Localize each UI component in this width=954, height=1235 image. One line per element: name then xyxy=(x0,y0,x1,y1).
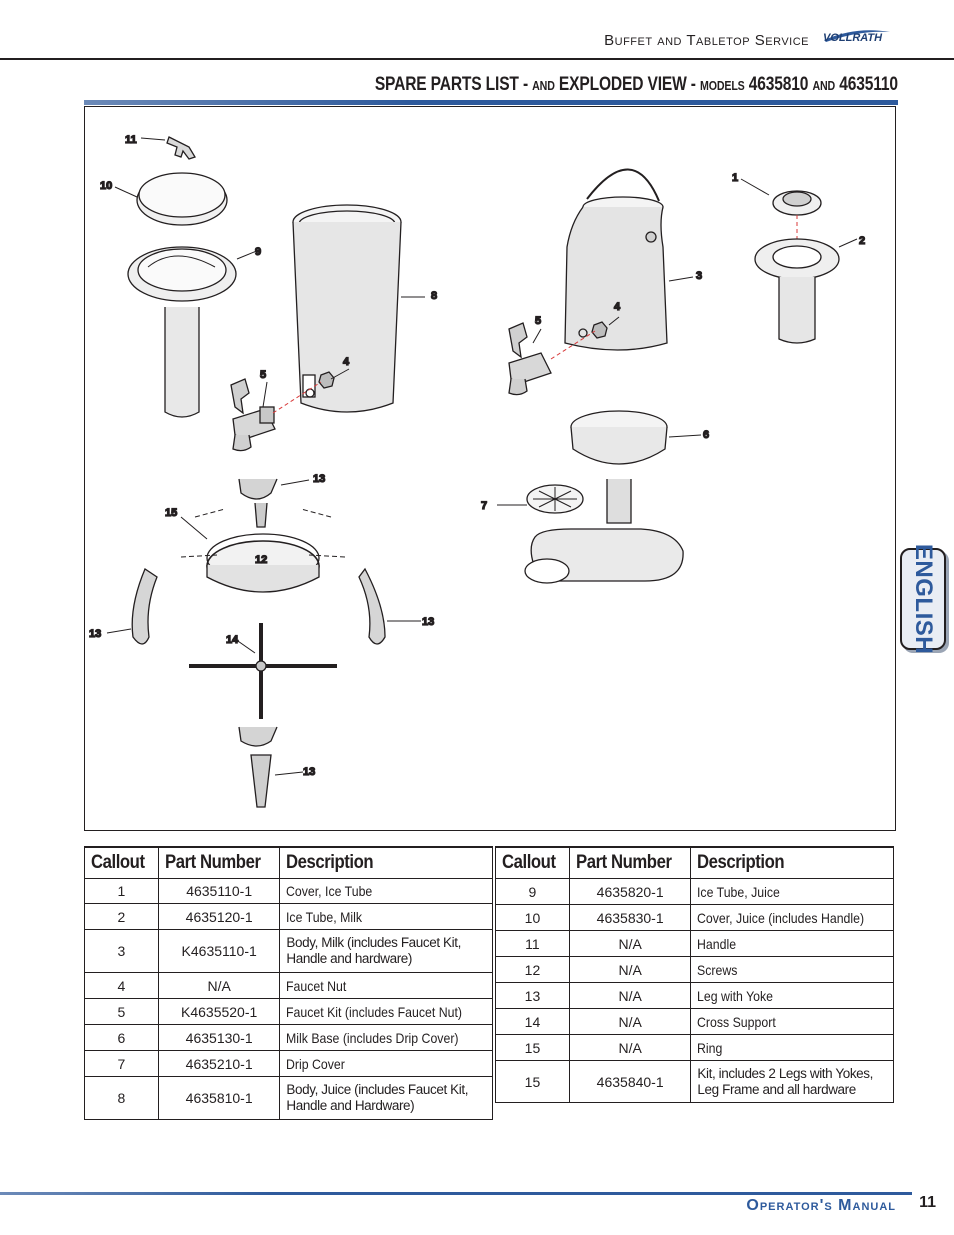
col-part-number: Part Number xyxy=(568,846,692,879)
col-callout: Callout xyxy=(495,846,570,879)
col-part-number: Part Number xyxy=(157,846,281,879)
footer-manual-title: Operator's Manual xyxy=(746,1197,896,1214)
vollrath-logo: VOLLRATH xyxy=(823,30,890,44)
callout-6: 6 xyxy=(703,429,709,441)
callout-9: 9 xyxy=(255,246,261,258)
col-description: Description xyxy=(690,846,895,879)
juice-ice-tube-part xyxy=(127,246,237,418)
table-header-row: Callout Part Number Description xyxy=(495,846,895,879)
callout-13-left: 13 xyxy=(89,628,101,640)
callout-5-juice: 5 xyxy=(260,369,266,381)
leader-lines xyxy=(106,137,858,776)
juice-body-part xyxy=(292,204,402,413)
callout-12: 12 xyxy=(255,554,267,566)
language-tab-label: ENGLISH xyxy=(910,543,937,655)
callout-14: 14 xyxy=(226,634,239,646)
handle-part xyxy=(166,136,196,160)
callout-15: 15 xyxy=(165,507,177,519)
juice-cover-part xyxy=(136,172,228,226)
juice-faucet-part xyxy=(230,378,322,452)
drip-cover-part xyxy=(526,484,584,514)
callout-8: 8 xyxy=(431,290,437,302)
exploded-view-svg: 11 10 9 8 5 4 13 15 12 13 13 14 13 1 2 3… xyxy=(88,133,866,808)
leg-frame-assembly xyxy=(131,478,386,808)
table-header-row: Callout Part Number Description xyxy=(84,846,494,879)
callout-4-milk: 4 xyxy=(614,301,621,313)
callout-10: 10 xyxy=(100,180,112,192)
callout-13-top: 13 xyxy=(313,473,325,485)
brand-text: VOLLRATH xyxy=(823,32,883,44)
header-section-title: Buffet and Tabletop Service xyxy=(604,32,809,49)
page-number: 11 xyxy=(919,1194,936,1211)
milk-cover-part xyxy=(772,190,822,216)
milk-body-part xyxy=(564,168,668,351)
callout-13-bottom: 13 xyxy=(303,766,315,778)
callout-11: 11 xyxy=(125,134,137,146)
exploded-view-diagram: 11 10 9 8 5 4 13 15 12 13 13 14 13 1 2 3… xyxy=(84,106,896,831)
callout-1: 1 xyxy=(732,172,738,184)
callout-13-right: 13 xyxy=(422,616,434,628)
callout-4-juice: 4 xyxy=(343,356,350,368)
milk-faucet-nut xyxy=(591,321,608,339)
callout-7: 7 xyxy=(481,500,487,512)
callout-2: 2 xyxy=(859,235,865,247)
milk-faucet-part xyxy=(508,322,596,396)
callout-3: 3 xyxy=(696,270,702,282)
col-description: Description xyxy=(279,846,494,879)
language-tab[interactable]: ENGLISH xyxy=(900,544,946,654)
milk-base-part xyxy=(524,410,684,584)
callout-5-milk: 5 xyxy=(535,315,541,327)
title-rule xyxy=(84,100,898,105)
page-title: SPARE PARTS LIST - and EXPLODED VIEW - m… xyxy=(374,74,898,95)
footer-rule xyxy=(0,1192,912,1195)
juice-faucet-nut xyxy=(318,371,335,389)
header-rule xyxy=(0,58,954,60)
col-callout: Callout xyxy=(84,846,159,879)
milk-ice-tube-part xyxy=(754,238,840,344)
